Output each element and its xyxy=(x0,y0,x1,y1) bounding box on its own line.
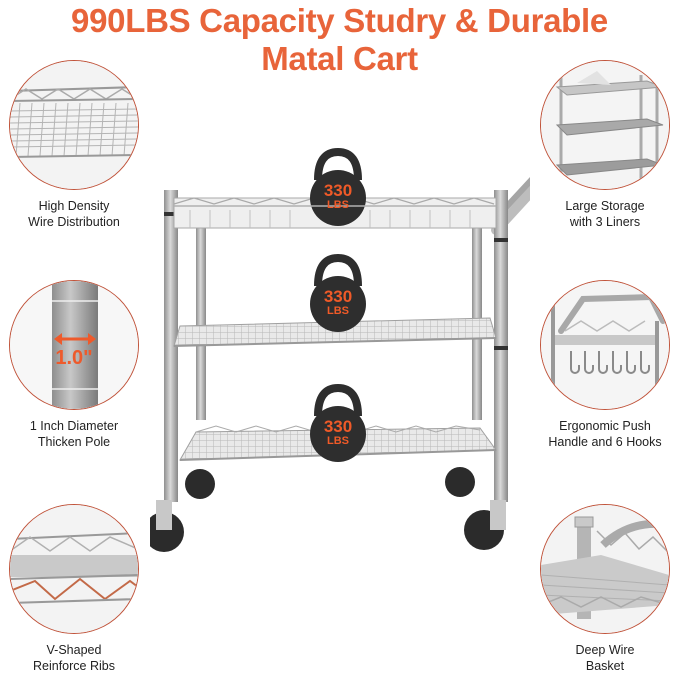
wire-grid-icon xyxy=(9,60,139,190)
pole-diameter-icon: 1.0" xyxy=(9,280,139,410)
three-shelf-liners-icon xyxy=(540,60,670,190)
feature-caption-line-2: Handle and 6 Hooks xyxy=(548,435,662,449)
feature-deep-basket: Deep Wire Basket xyxy=(535,504,675,674)
feature-thicken-pole: 1.0" 1 Inch Diameter Thicken Pole xyxy=(4,280,144,450)
feature-wire-distribution: High Density Wire Distribution xyxy=(4,60,144,230)
kettlebell-top-icon xyxy=(310,147,366,226)
kettlebell-label-bottom: 330 LBS xyxy=(323,417,353,447)
cart-illustration: 330 LBS 330 LBS 330 LBS xyxy=(144,140,553,560)
feature-v-ribs: V-Shaped Reinforce Ribs xyxy=(4,504,144,674)
feature-caption-line-2: Reinforce Ribs xyxy=(33,659,115,673)
feature-caption-line-1: V-Shaped xyxy=(46,643,102,657)
feature-caption-line-2: Basket xyxy=(585,659,625,673)
feature-caption-line-1: High Density xyxy=(38,199,110,213)
feature-caption-line-1: Ergonomic Push xyxy=(559,419,651,433)
feature-caption-line-1: 1 Inch Diameter xyxy=(29,419,119,433)
push-handle-hooks-icon xyxy=(540,280,670,410)
feature-caption-line-2: with 3 Liners xyxy=(569,215,641,229)
v-rib-icon xyxy=(9,504,139,634)
kettlebell-label-middle: 330 LBS xyxy=(323,287,353,317)
diameter-label: 1.0" xyxy=(55,347,93,369)
feature-push-handle: Ergonomic Push Handle and 6 Hooks xyxy=(535,280,675,450)
product-title: 990LBS Capacity Studry & Durable Matal C… xyxy=(0,0,679,78)
feature-large-storage: Large Storage with 3 Liners xyxy=(535,60,675,230)
kettlebell-middle-icon xyxy=(310,253,366,332)
feature-caption-line-2: Wire Distribution xyxy=(28,215,120,229)
title-line-1: 990LBS Capacity Studry & Durable xyxy=(71,2,608,39)
feature-caption-line-2: Thicken Pole xyxy=(37,435,111,449)
title-line-2: Matal Cart xyxy=(261,40,418,77)
deep-basket-icon xyxy=(540,504,670,634)
kettlebell-bottom-icon xyxy=(310,383,366,462)
kettlebell-label-top: 330 LBS xyxy=(323,181,353,211)
feature-caption-line-1: Deep Wire xyxy=(575,643,635,657)
feature-caption-line-1: Large Storage xyxy=(565,199,645,213)
